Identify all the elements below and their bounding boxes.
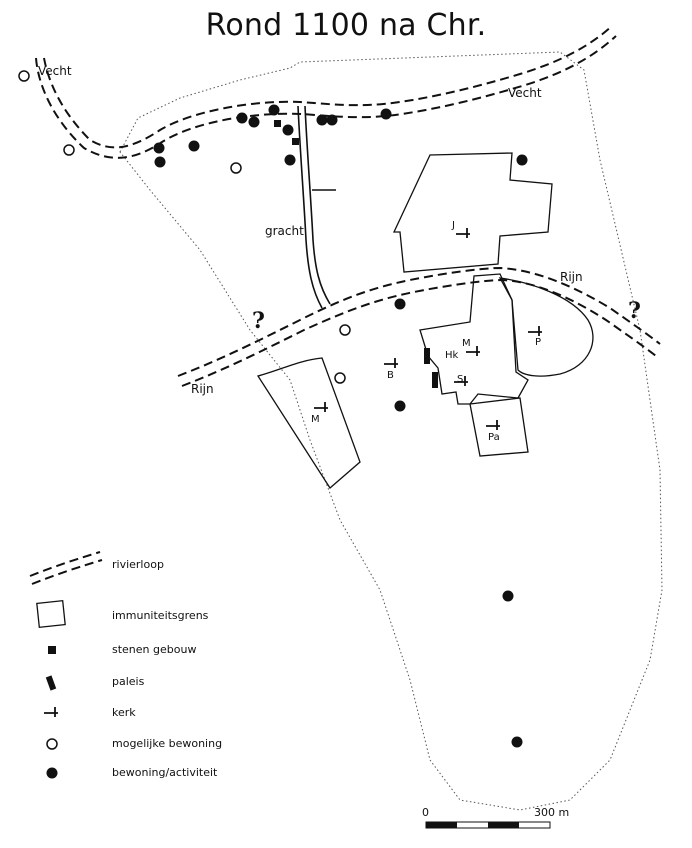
legend-river-label: rivierloop xyxy=(112,558,164,571)
church-label-p: P xyxy=(535,337,542,348)
scale-start-label: 0 xyxy=(422,806,429,819)
settlement-boundary xyxy=(119,51,663,811)
church-label-m-left: M xyxy=(311,414,320,425)
legend-palace-label: paleis xyxy=(112,675,145,688)
possible-habitation-markers xyxy=(18,70,351,384)
church-label-j: J xyxy=(452,220,455,231)
legend-stone-label: stenen gebouw xyxy=(112,643,197,656)
scale-bar xyxy=(425,821,551,829)
gracht-canal xyxy=(297,105,336,309)
legend-palace-symbol xyxy=(45,675,57,691)
legend-immunity-symbol xyxy=(36,599,66,629)
habitation-markers xyxy=(153,104,528,748)
church-label-s: S xyxy=(457,374,464,385)
label-vecht-right: Vecht xyxy=(508,86,542,100)
immunity-boundaries xyxy=(256,152,594,489)
legend-possible-symbol xyxy=(46,738,58,750)
church-label-hk: Hk xyxy=(445,350,459,361)
church-symbols xyxy=(314,228,542,430)
legend-church-symbol xyxy=(44,707,58,717)
legend-habitation-label: bewoning/activiteit xyxy=(112,766,218,779)
question-mark-left: ? xyxy=(252,308,265,334)
scale-end-label: 300 m xyxy=(534,806,570,819)
legend-habitation-symbol xyxy=(46,767,58,779)
church-label-m-center: M xyxy=(462,338,471,349)
legend-immunity-label: immuniteitsgrens xyxy=(112,609,209,622)
question-mark-right: ? xyxy=(628,298,641,324)
legend-river-symbol xyxy=(29,551,103,585)
stone-buildings xyxy=(274,120,299,145)
map-title: Rond 1100 na Chr. xyxy=(205,8,487,43)
vecht-river xyxy=(35,25,617,159)
label-rijn-left: Rijn xyxy=(191,382,214,396)
rijn-river xyxy=(177,266,661,387)
church-label-b: B xyxy=(387,370,394,381)
legend-church-label: kerk xyxy=(112,706,136,719)
label-gracht: gracht xyxy=(265,224,304,238)
label-rijn-right: Rijn xyxy=(560,270,583,284)
legend-stone-symbol xyxy=(48,646,56,654)
legend-possible-label: mogelijke bewoning xyxy=(112,737,223,750)
palaces xyxy=(424,348,438,388)
church-label-pa: Pa xyxy=(488,432,500,443)
label-vecht-left: Vecht xyxy=(38,64,72,78)
